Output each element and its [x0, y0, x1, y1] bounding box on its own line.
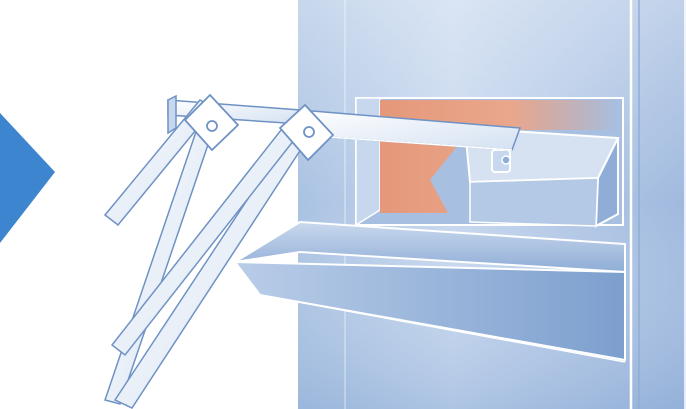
pivot-bolt-icon — [207, 121, 217, 131]
pivot-bolt-icon — [304, 127, 314, 137]
arrow-right-icon — [0, 113, 55, 243]
